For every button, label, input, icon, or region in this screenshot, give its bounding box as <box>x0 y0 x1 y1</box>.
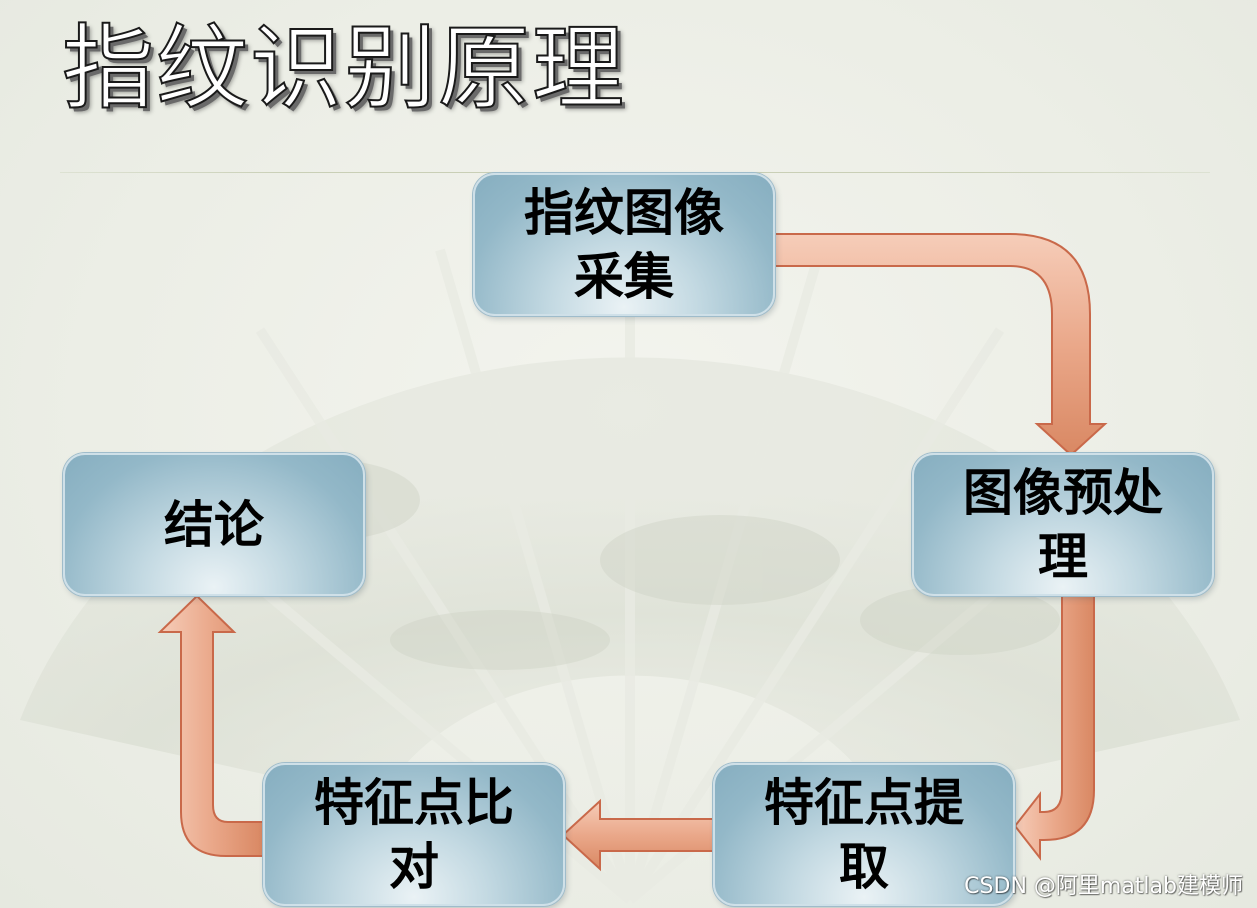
step-label-line2: 取 <box>839 837 889 896</box>
step-feature-matching: 特征点比 对 <box>263 763 565 906</box>
step-label-line2: 理 <box>1038 527 1088 586</box>
step-label-line1: 图像预处 <box>963 463 1163 522</box>
title-divider <box>60 172 1210 173</box>
step-label-line2: 采集 <box>574 247 674 306</box>
step-image-acquisition: 指纹图像 采集 <box>473 173 775 316</box>
step-label-line2: 对 <box>389 837 439 896</box>
slide-title: 指纹识别原理 <box>61 14 627 123</box>
step-image-preprocessing: 图像预处 理 <box>912 453 1214 596</box>
step-label-line1: 指纹图像 <box>524 183 724 242</box>
step-feature-extraction: 特征点提 取 <box>713 763 1015 906</box>
step-label-line1: 特征点比 <box>314 773 514 832</box>
step-label-line1: 结论 <box>164 495 264 554</box>
arrow-matching-to-conclusion <box>157 594 264 857</box>
arrow-extraction-to-matching <box>561 798 714 872</box>
arrow-acquisition-to-preprocessing <box>774 233 1108 457</box>
arrow-preprocessing-to-extraction <box>1013 595 1095 861</box>
step-conclusion: 结论 <box>63 453 365 596</box>
step-label-line1: 特征点提 <box>764 773 964 832</box>
watermark: CSDN @阿里matlab建模师 <box>964 874 1243 899</box>
